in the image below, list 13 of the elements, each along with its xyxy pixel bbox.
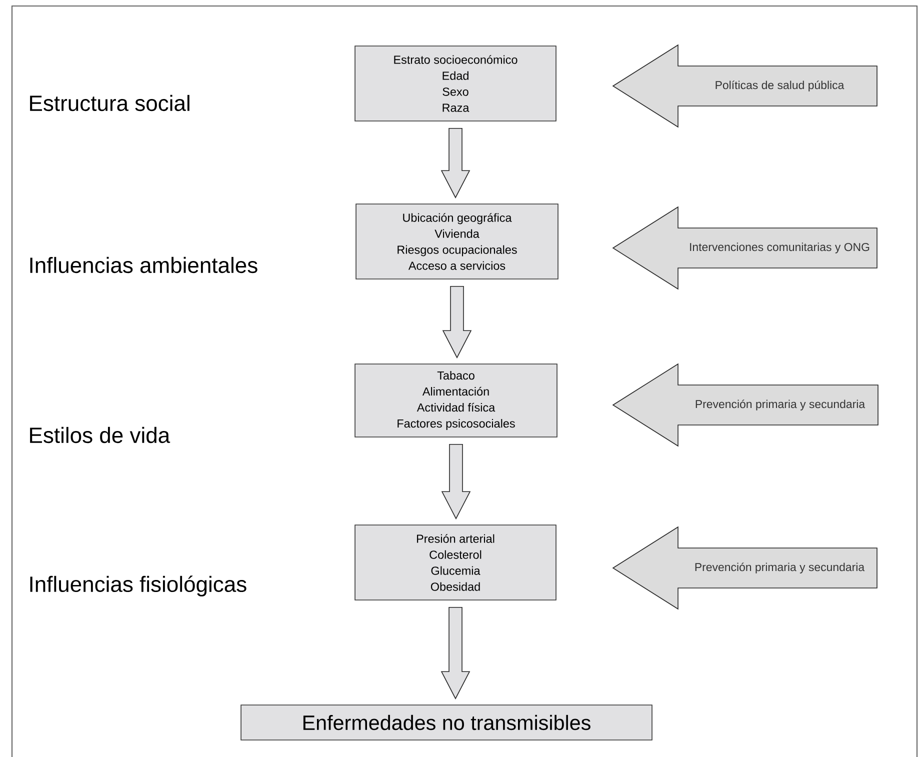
arrow: [440, 607, 470, 700]
factor-box: Tabaco Alimentación Actividad física Factores psicosociales: [354, 364, 558, 438]
outcome-box: Enfermedades no transmisibles: [240, 704, 652, 740]
factor-box: Ubicación geográfica Vivienda Riesgos ocupacionales Acceso a servicios: [356, 204, 558, 280]
factor-box: Estrato socioeconómico Edad Sexo Raza: [354, 46, 556, 122]
row-label: Estilos de vida: [30, 426, 170, 444]
arrow: [441, 444, 471, 520]
row-label: Influencias fisiológicas: [30, 576, 246, 596]
row-label: Influencias ambientales: [30, 256, 258, 274]
arrow: [440, 128, 470, 198]
factor-box: Presión arterial Colesterol Glucemia Obesidad: [354, 524, 556, 600]
row-label: Estructura social: [30, 94, 190, 112]
arrow: [442, 286, 472, 358]
